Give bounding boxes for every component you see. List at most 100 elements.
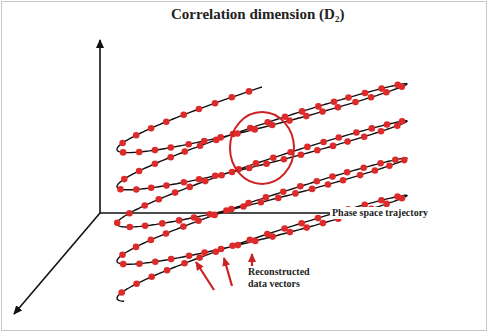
data-point (136, 149, 143, 156)
data-point (136, 168, 143, 175)
data-point (186, 184, 193, 191)
data-point (218, 172, 225, 179)
data-point (196, 176, 203, 183)
data-point (240, 203, 247, 210)
neighbourhood-circle (230, 112, 294, 184)
data-point (368, 94, 375, 101)
data-point (325, 181, 332, 188)
data-point (186, 252, 193, 259)
data-point (344, 138, 351, 145)
pointer-arrows (196, 254, 252, 290)
data-point (121, 176, 128, 183)
data-point (399, 195, 406, 202)
data-point (119, 251, 126, 258)
data-point (182, 148, 189, 155)
data-point (117, 186, 124, 193)
data-point (258, 199, 265, 206)
data-point (309, 186, 316, 193)
data-point (335, 104, 342, 111)
data-point (148, 125, 155, 132)
data-point (120, 261, 127, 268)
data-point (201, 249, 208, 256)
data-point (263, 160, 270, 167)
data-point (252, 238, 259, 245)
data-point (345, 94, 352, 101)
data-point (114, 219, 121, 226)
data-point (201, 138, 208, 145)
pointer-arrow (196, 262, 214, 290)
data-point (180, 223, 187, 230)
data-point (191, 214, 198, 221)
data-point (141, 202, 148, 209)
data-point (246, 165, 253, 172)
data-point (133, 244, 140, 251)
data-point (303, 224, 310, 231)
pointer-arrow (224, 258, 232, 286)
data-point (252, 126, 259, 133)
data-point (399, 84, 406, 91)
data-point (148, 237, 155, 244)
data-point (185, 141, 192, 148)
data-point (369, 125, 376, 132)
data-point (196, 254, 203, 261)
data-point (383, 89, 390, 96)
data-point (163, 182, 170, 189)
data-point (152, 258, 159, 265)
data-point (314, 178, 321, 185)
data-point (229, 94, 236, 101)
data-point (292, 190, 299, 197)
data-point (152, 147, 159, 154)
data-point (223, 207, 230, 214)
data-point (315, 215, 322, 222)
data-point (319, 108, 326, 115)
data-point (159, 220, 166, 227)
vertical-axis (99, 40, 101, 213)
data-point (298, 152, 305, 159)
data-point (133, 132, 140, 139)
data-point (133, 186, 140, 193)
axis-label: Reconstructed data vectors (246, 266, 326, 290)
data-point (172, 189, 179, 196)
data-point (287, 229, 294, 236)
diagram-title: Correlation dimension (D₂) (169, 6, 346, 23)
data-point (218, 246, 225, 253)
data-point (303, 113, 310, 120)
data-point (120, 149, 127, 156)
data-point (119, 140, 126, 147)
data-point (281, 156, 288, 163)
data-point (336, 134, 343, 141)
data-point (330, 143, 337, 150)
data-point (280, 188, 287, 195)
trajectory-curve (117, 84, 407, 302)
depth-axis (14, 213, 100, 314)
data-point (298, 220, 305, 227)
data-point (357, 172, 364, 179)
data-point (270, 154, 277, 161)
data-point (314, 147, 321, 154)
data-point (163, 118, 170, 125)
data-point (378, 128, 385, 135)
data-point (344, 169, 351, 176)
data-point (156, 196, 163, 203)
data-point (275, 195, 282, 202)
data-point (212, 173, 219, 180)
data-point (253, 160, 260, 167)
data-point (142, 223, 149, 230)
data-point (133, 281, 140, 288)
data-point (353, 129, 360, 136)
data-point (331, 98, 338, 105)
data-point (297, 183, 304, 190)
data-point (386, 162, 393, 169)
data-point (164, 267, 171, 274)
data-point (304, 144, 311, 151)
data-point (126, 224, 133, 231)
data-point (246, 88, 253, 95)
data-point (163, 230, 170, 237)
data-point (360, 164, 367, 171)
data-point (392, 157, 399, 164)
data-point (229, 169, 236, 176)
axes (14, 40, 395, 314)
data-point (320, 220, 327, 227)
data-point (263, 194, 270, 201)
